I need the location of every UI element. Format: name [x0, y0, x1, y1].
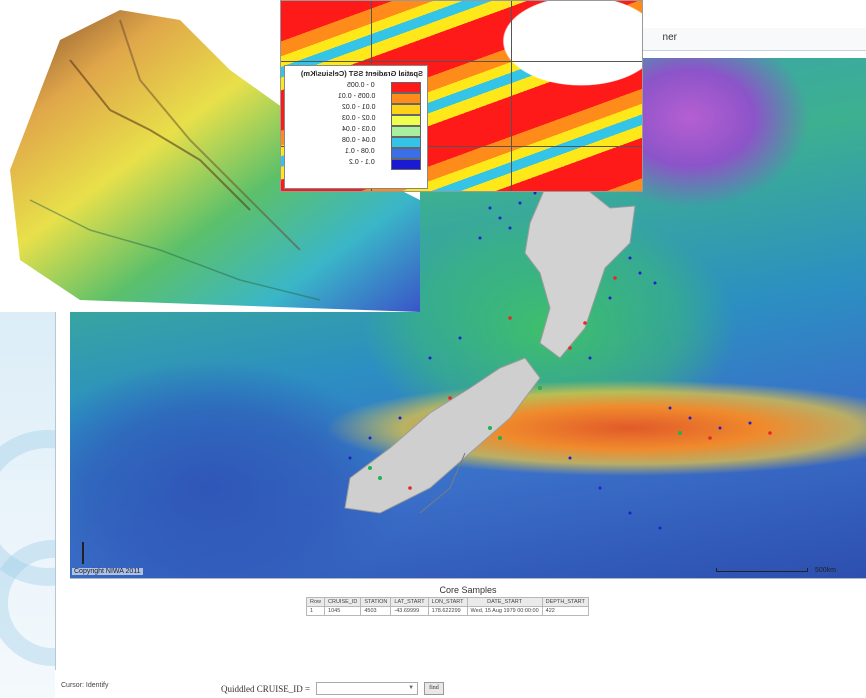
table-cell: 422 — [541, 606, 589, 616]
sample-points-green — [368, 386, 682, 480]
table-cell: 4503 — [360, 606, 392, 616]
column-header[interactable]: LAT_START — [390, 597, 429, 607]
legend-label: 0 - 0.005 — [347, 82, 375, 89]
legend-label: 0.1 - 0.2 — [349, 159, 375, 166]
legend-swatch — [391, 148, 421, 159]
column-header[interactable]: DATE_START — [466, 597, 543, 607]
legend-swatch — [391, 115, 421, 126]
legend-label: 0.005 - 0.01 — [337, 93, 375, 100]
table-cell: -43.69999 — [390, 606, 429, 616]
legend-swatch — [391, 126, 421, 137]
legend-label: 0.04 - 0.08 — [341, 137, 375, 144]
cursor-mode-label: Cursor: Identify — [61, 682, 109, 689]
column-header[interactable]: DEPTH_START — [541, 597, 589, 607]
column-header[interactable]: Row — [305, 597, 326, 607]
core-samples-title: Core Samples — [439, 585, 497, 595]
query-form: Quiddled CRUISE_ID = ▼ find — [221, 682, 444, 695]
legend-row: 0.1 - 0.2 — [285, 158, 427, 170]
scale-label: 500km — [814, 567, 836, 574]
legend-row: 0 - 0.005 — [285, 81, 427, 93]
sst-gradient-inset: Spatial Gradient SST (Celsius/Km) 0 - 0.… — [280, 0, 643, 192]
legend-swatch — [391, 104, 421, 115]
map-overlay — [344, 175, 772, 530]
sample-points-red — [408, 276, 772, 490]
legend-swatch — [391, 159, 421, 170]
legend-row: 0.08 - 0.1 — [285, 147, 427, 159]
map-copyright: Copyright NIWA 2011 — [72, 568, 143, 575]
cruise-id-select[interactable]: ▼ — [316, 682, 419, 695]
find-button[interactable]: find — [424, 682, 444, 695]
legend-label: 0.03 - 0.04 — [341, 126, 375, 133]
table-row[interactable]: 1 1045 4503 -43.69999 178.622299 Wed, 15… — [305, 606, 589, 616]
legend-label: 0.01 - 0.02 — [341, 104, 375, 111]
south-island-landmass — [344, 357, 541, 514]
legend-row: 0.03 - 0.04 — [285, 125, 427, 137]
column-header[interactable]: CRUISE_ID — [324, 597, 362, 607]
island-ridge — [419, 452, 466, 514]
table-cell: 1 — [305, 606, 326, 616]
core-samples-table: Row CRUISE_ID STATION LAT_START LON_STAR… — [305, 597, 589, 616]
terrain-relief — [10, 10, 420, 312]
legend-title: Spatial Gradient SST (Celsius/Km) — [300, 69, 423, 78]
column-header[interactable]: LON_START — [427, 597, 468, 607]
north-island-landmass — [524, 175, 636, 359]
legend-row: 0.01 - 0.02 — [285, 103, 427, 115]
table-header-row: Row CRUISE_ID STATION LAT_START LON_STAR… — [305, 597, 589, 607]
legend-label: 0.02 - 0.03 — [341, 115, 375, 122]
legend-row: 0.04 - 0.08 — [285, 136, 427, 148]
north-arrow-icon — [80, 542, 86, 564]
query-label: Quiddled CRUISE_ID = — [221, 683, 311, 694]
sst-legend: Spatial Gradient SST (Celsius/Km) 0 - 0.… — [284, 65, 428, 189]
core-samples-panel: Core Samples Row CRUISE_ID STATION LAT_S… — [70, 578, 866, 669]
sample-points-blue — [348, 191, 752, 530]
table-cell: Wed, 15 Aug 1979 00:00:00 — [466, 606, 543, 616]
table-cell: 178.622299 — [427, 606, 468, 616]
chevron-down-icon: ▼ — [408, 685, 415, 691]
scale-bar — [716, 568, 808, 572]
legend-label: 0.08 - 0.1 — [345, 148, 375, 155]
legend-row: 0.005 - 0.01 — [285, 92, 427, 104]
status-bar: Cursor: Identify Quiddled CRUISE_ID = ▼ … — [55, 670, 866, 698]
legend-swatch — [391, 82, 421, 93]
table-cell: 1045 — [324, 606, 362, 616]
legend-swatch — [391, 93, 421, 104]
legend-swatch — [391, 137, 421, 148]
column-header[interactable]: STATION — [360, 597, 392, 607]
legend-row: 0.02 - 0.03 — [285, 114, 427, 126]
toolbar-label: ner — [662, 32, 677, 43]
